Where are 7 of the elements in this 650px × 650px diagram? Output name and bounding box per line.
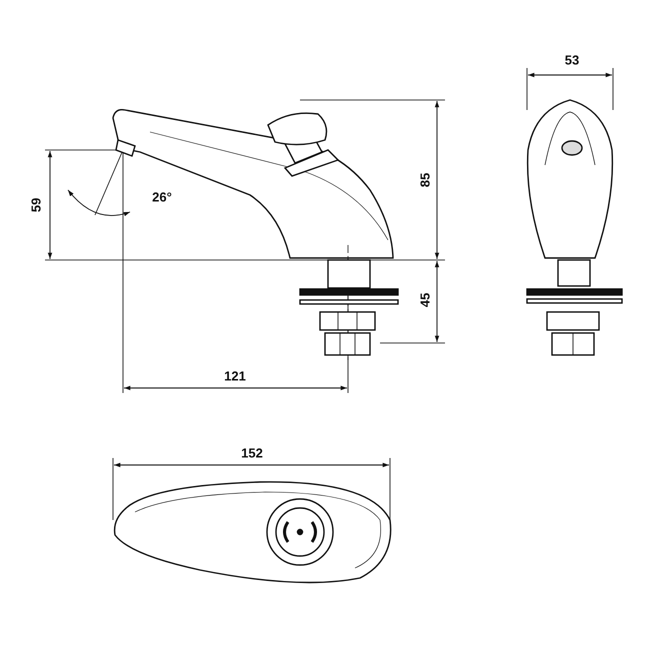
dimension-value: 59 bbox=[30, 198, 42, 212]
dimension-value: 121 bbox=[224, 370, 246, 382]
dimension-value: 45 bbox=[418, 292, 432, 308]
dimension-value: 152 bbox=[241, 446, 263, 460]
dimension-value: 53 bbox=[564, 54, 580, 66]
dimension-value: 85 bbox=[418, 172, 432, 188]
dimension-value: 26° bbox=[152, 190, 172, 204]
